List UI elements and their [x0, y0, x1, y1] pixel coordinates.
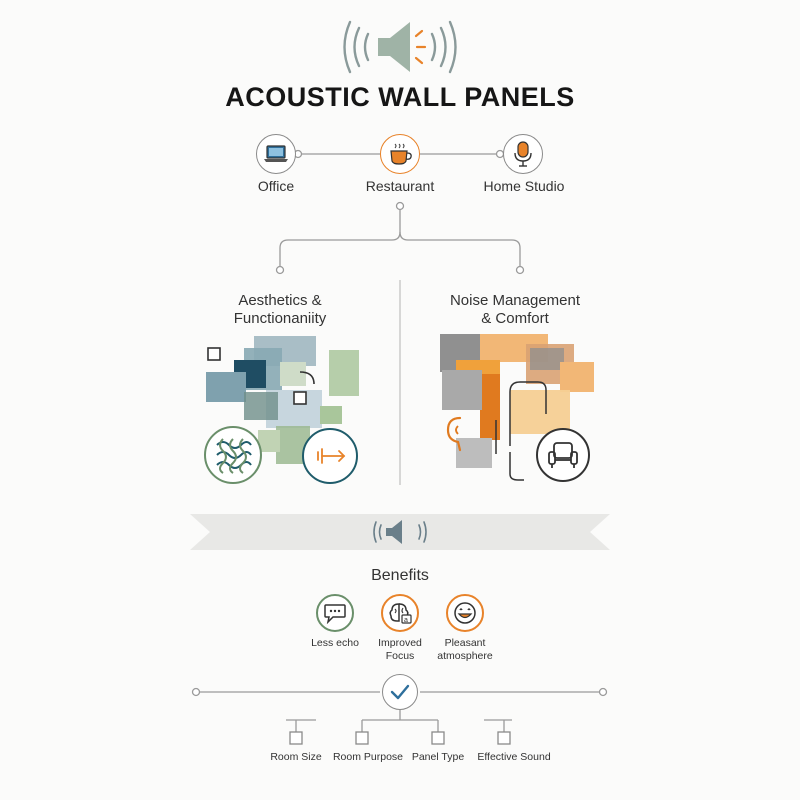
benefit-less-echo	[316, 594, 354, 632]
noise-collage	[440, 334, 600, 494]
factor-box-panel-type	[431, 731, 445, 745]
check-icon	[382, 674, 418, 710]
factor-label-room-purpose: Room Purpose	[332, 751, 404, 763]
category-label-office: Office	[257, 178, 295, 194]
laptop-icon	[264, 145, 288, 162]
benefit-improved-focus: a	[381, 594, 419, 632]
page-title: ACOUSTIC WALL PANELS	[225, 82, 575, 112]
benefit-label-improved-focus: Improved Focus	[378, 637, 422, 662]
category-label-home-studio: Home Studio	[483, 178, 565, 194]
coffee-cup-icon	[390, 143, 412, 165]
section-title-noise: Noise Management & Comfort	[449, 292, 581, 327]
benefit-label-pleasant-atmosphere: Pleasant atmosphere	[437, 637, 493, 662]
factor-box-room-purpose	[355, 731, 369, 745]
pattern-panel-icon	[204, 426, 262, 484]
category-office	[256, 134, 296, 174]
section-title-aesthetics: Aesthetics & Functionaniity	[233, 292, 327, 327]
benefit-label-less-echo: Less echo	[311, 637, 359, 649]
smiley-icon	[454, 602, 476, 624]
benefits-title: Benefits	[371, 567, 429, 584]
speaker-icon	[343, 20, 457, 74]
category-label-restaurant: Restaurant	[365, 178, 435, 194]
category-home-studio	[503, 134, 543, 174]
small-speaker-icon	[386, 520, 402, 544]
svg-text:a: a	[404, 617, 408, 624]
sound-arrow-icon	[302, 428, 358, 484]
category-restaurant	[380, 134, 420, 174]
microphone-icon	[514, 141, 532, 167]
factor-label-panel-type: Panel Type	[411, 751, 465, 763]
factor-label-room-size: Room Size	[270, 751, 322, 763]
benefit-pleasant-atmosphere	[446, 594, 484, 632]
factor-box-effective-sound	[497, 731, 511, 745]
ribbon-banner	[190, 514, 610, 550]
armchair-icon	[536, 428, 590, 482]
speech-bubble-icon	[324, 604, 346, 624]
brain-icon: a	[389, 603, 412, 624]
factor-box-room-size	[289, 731, 303, 745]
factor-label-effective-sound: Effective Sound	[477, 751, 551, 763]
